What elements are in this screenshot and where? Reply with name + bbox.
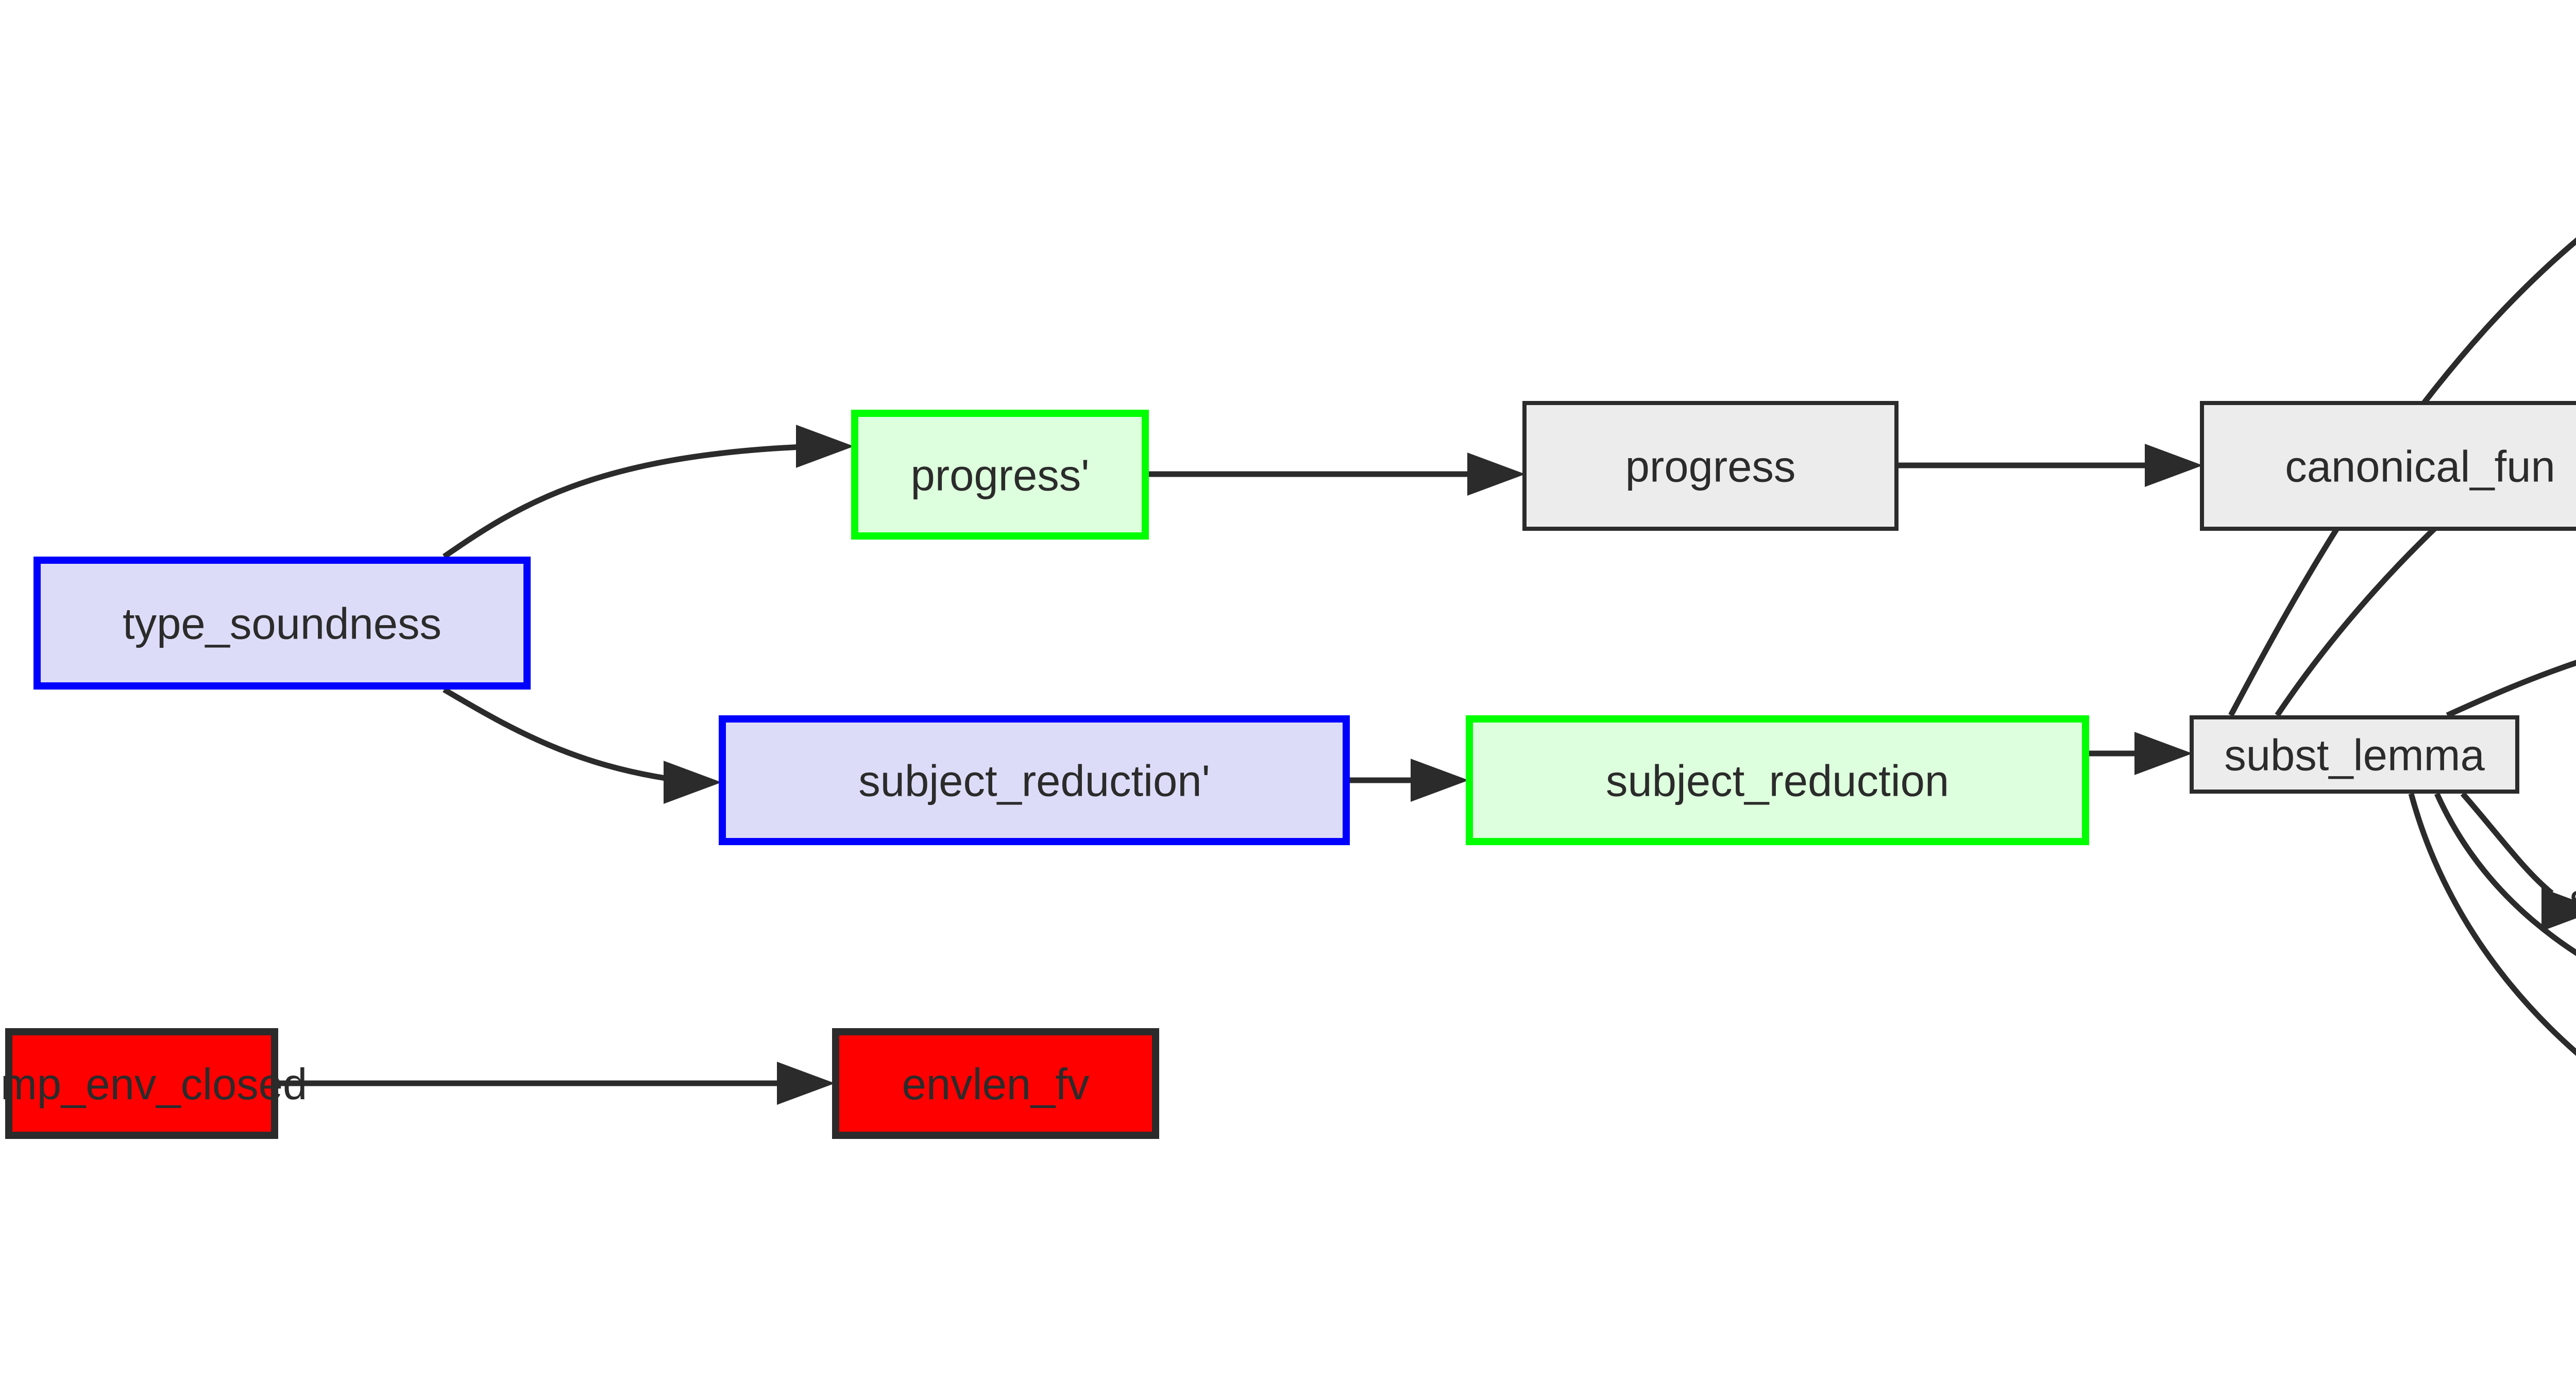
edge-subst_lemma-to-shift_gt bbox=[2434, 792, 2576, 956]
edge-subst_lemma-to-length_insert_at bbox=[2228, 237, 2576, 717]
edge-subst_lemma-to-lift_type bbox=[2275, 409, 2576, 717]
edge-subst_lemma-to-shift_eq bbox=[2460, 792, 2576, 931]
arrow-head-icon bbox=[2145, 444, 2203, 487]
arrow-head-icon bbox=[1467, 452, 1526, 496]
node-type_soundness[interactable]: type_soundness bbox=[33, 557, 531, 690]
edge-subst_lemma-to-shift_commute bbox=[2446, 660, 2576, 718]
edge-progress_prime-to-progress bbox=[1149, 452, 1526, 496]
edge-type_soundness-to-progress_prime bbox=[442, 425, 854, 559]
edge-progress-to-canonical_fun bbox=[1899, 444, 2203, 487]
edge-line bbox=[2275, 409, 2576, 717]
edge-line bbox=[2228, 237, 2576, 717]
node-subject_reduction[interactable]: subject_reduction bbox=[1466, 715, 2089, 845]
edge-line bbox=[2446, 660, 2576, 718]
node-subst_lemma[interactable]: subst_lemma bbox=[2190, 715, 2519, 794]
arrow-head-icon bbox=[796, 425, 854, 468]
node-box[interactable] bbox=[1522, 401, 1899, 531]
edge-subject_reduction-to-subst_lemma bbox=[2089, 732, 2193, 775]
node-box[interactable] bbox=[719, 715, 1350, 845]
node-canonical_fun[interactable]: canonical_fun bbox=[2200, 401, 2576, 531]
node-box[interactable] bbox=[1466, 715, 2089, 845]
edge-type_soundness-to-subject_reduction_prime bbox=[443, 687, 722, 804]
edge-line bbox=[2460, 792, 2554, 896]
edge-line bbox=[2434, 792, 2576, 956]
arrow-head-icon bbox=[2541, 888, 2576, 931]
node-box[interactable] bbox=[851, 410, 1149, 540]
node-emp_env_closed[interactable]: emp_env_closed bbox=[0, 1028, 307, 1139]
arrow-head-icon bbox=[777, 1062, 835, 1105]
node-box[interactable] bbox=[2200, 401, 2576, 531]
edge-line bbox=[442, 444, 804, 559]
edge-emp_env_closed-to-envlen_fv bbox=[278, 1062, 835, 1105]
arrow-head-icon bbox=[2134, 732, 2193, 775]
arrow-head-icon bbox=[664, 761, 722, 804]
edge-subst_lemma-to-shift_lt bbox=[2408, 793, 2576, 1056]
node-progress_prime[interactable]: progress' bbox=[851, 410, 1149, 540]
edge-line bbox=[2408, 793, 2576, 1056]
node-box[interactable] bbox=[5, 1028, 278, 1139]
node-subject_reduction_prime[interactable]: subject_reduction' bbox=[719, 715, 1350, 845]
edge-subject_reduction_prime-to-subject_reduction bbox=[1350, 759, 1469, 802]
edge-line bbox=[443, 687, 673, 782]
node-envlen_fv[interactable]: envlen_fv bbox=[832, 1028, 1159, 1139]
node-box[interactable] bbox=[832, 1028, 1159, 1139]
node-box[interactable] bbox=[2190, 715, 2519, 794]
node-box[interactable] bbox=[33, 557, 531, 690]
node-progress[interactable]: progress bbox=[1522, 401, 1899, 531]
edge-layer bbox=[278, 237, 2576, 1105]
arrow-head-icon bbox=[1411, 759, 1469, 802]
node-layer: type_soundness progress' subject_reduction… bbox=[0, 401, 2576, 1139]
